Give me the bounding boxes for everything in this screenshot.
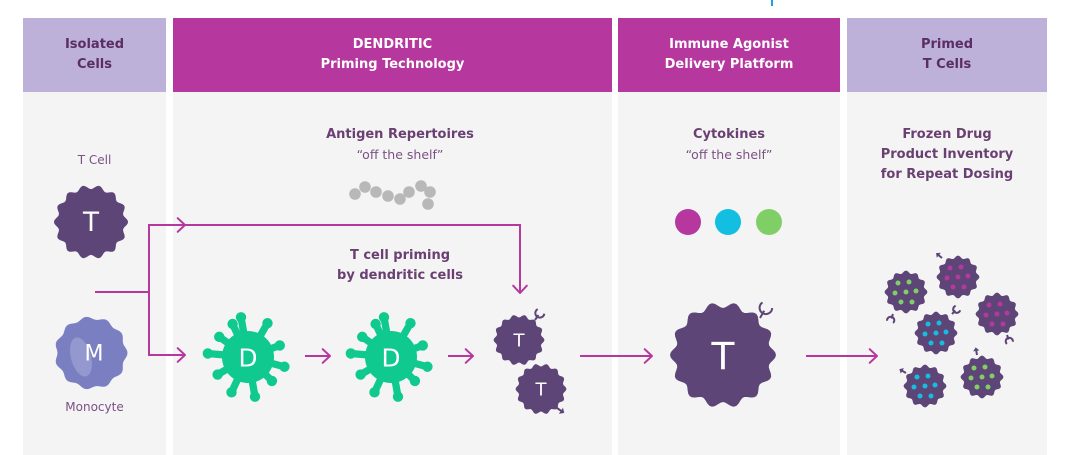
priming-caption: T cell priming by dendritic cells	[337, 248, 463, 283]
antigen-repertoires-subtitle: “off the shelf”	[356, 147, 444, 162]
cytokines-title: Cytokines	[692, 127, 766, 142]
stage-immune-agonist: Immune Agonist Delivery Platform	[618, 18, 840, 455]
stage-title: Immune Agonist Delivery Platform	[664, 37, 794, 72]
stage-title: Primed T Cells	[920, 37, 974, 72]
monocyte-label: Monocyte	[65, 400, 124, 414]
stage-dendritic-priming: DENDRITIC Priming Technology	[173, 18, 612, 455]
stage-primed-t-cells: Primed T Cells	[847, 18, 1047, 455]
cytokines-subtitle: “off the shelf”	[685, 147, 773, 162]
stage-header: DENDRITIC Priming Technology	[173, 18, 612, 92]
stage-header: Immune Agonist Delivery Platform	[618, 18, 840, 92]
accent-mark	[771, 0, 773, 6]
antigen-repertoires-title: Antigen Repertoires	[326, 127, 474, 142]
stage-title: Isolated Cells	[64, 37, 125, 72]
frozen-drug-caption: Frozen Drug Product Inventory for Repeat…	[880, 127, 1014, 182]
stage-header: Primed T Cells	[847, 18, 1047, 92]
t-cell-label: T Cell	[77, 153, 112, 167]
stage-header: Isolated Cells	[23, 18, 166, 92]
stage-title: DENDRITIC Priming Technology	[320, 37, 465, 72]
stage-panel	[23, 92, 166, 455]
stage-isolated-cells: Isolated Cells	[23, 18, 166, 455]
